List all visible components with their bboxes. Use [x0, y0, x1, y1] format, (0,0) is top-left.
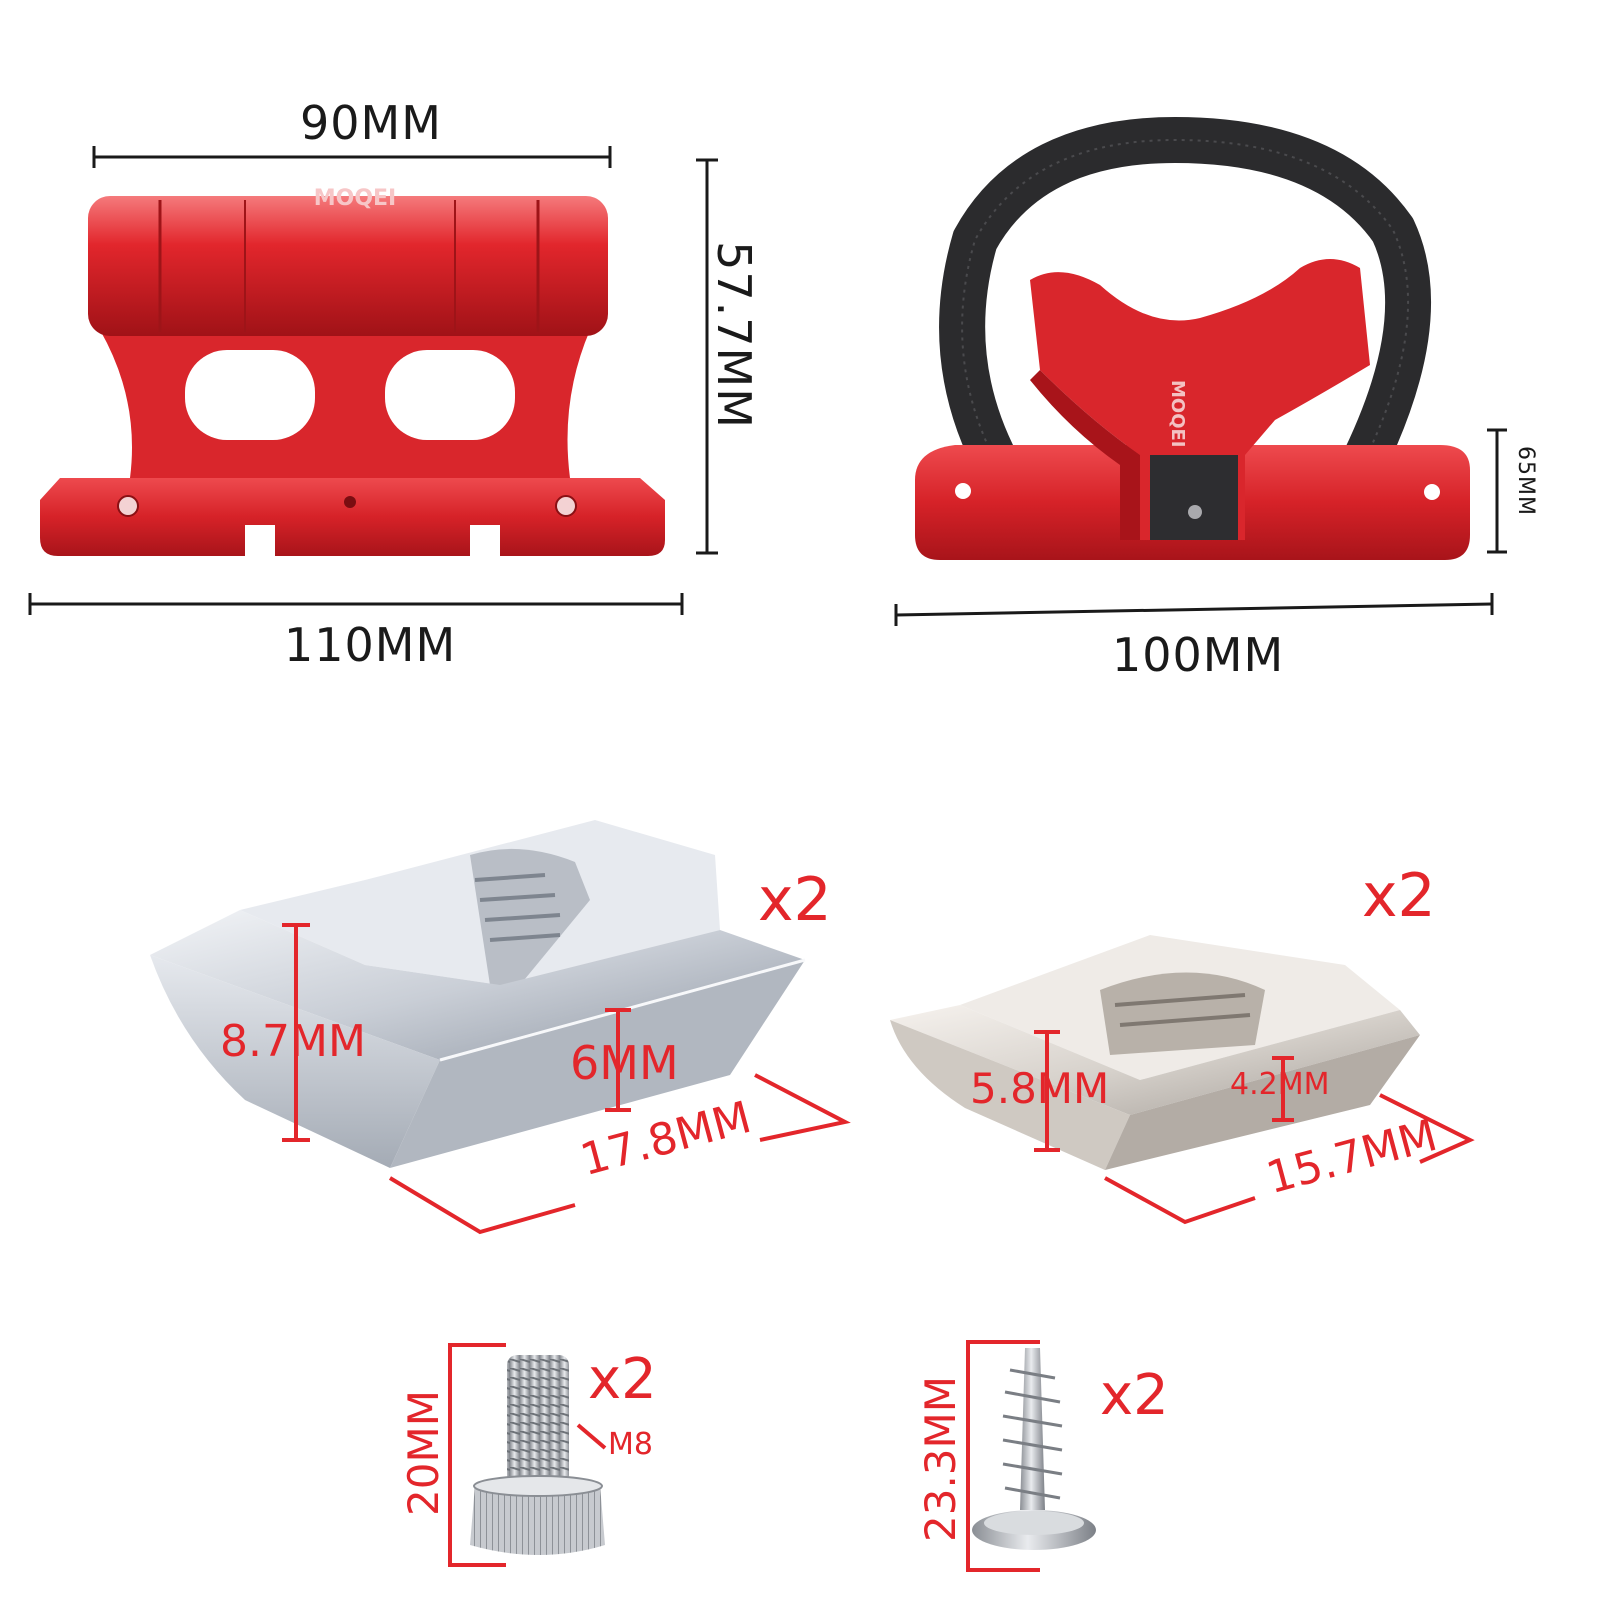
fork-mount-height-label: 57.7MM — [706, 241, 761, 429]
hex-bolt-illustration — [470, 1355, 605, 1555]
t-nut-small-height-label: 5.8MM — [970, 1064, 1110, 1113]
t-nut-small-thread-hole — [1100, 972, 1265, 1055]
strap-mount-illustration: MOQEI — [915, 116, 1470, 560]
strap-mount-cradle — [1030, 259, 1370, 540]
fork-mount-base — [40, 478, 665, 556]
fork-mount-hole-right — [385, 350, 515, 440]
fork-mount-top-width-label: 90MM — [300, 96, 442, 150]
wood-screw-illustration — [972, 1348, 1096, 1550]
t-nut-small-dimension-lines — [1034, 1030, 1475, 1225]
t-nut-small-illustration — [890, 935, 1420, 1170]
fork-mount-upright — [100, 330, 590, 478]
fork-mount-tube — [88, 196, 608, 336]
t-nut-large-height-label: 8.7MM — [220, 1016, 366, 1067]
hex-bolt-length-label: 20MM — [398, 1390, 448, 1516]
t-nut-large-dimension-lines — [282, 923, 851, 1235]
hex-bolt-thread-label: M8 — [608, 1427, 653, 1462]
hex-bolt-dimension-lines — [448, 1343, 607, 1567]
strap-mount-rail — [1150, 455, 1238, 540]
wood-screw-qty-label: x2 — [1100, 1363, 1169, 1428]
fork-mount-base-width-label: 110MM — [284, 618, 457, 672]
strap-mount-width-label: 100MM — [1112, 628, 1285, 682]
wood-screw-dimension-lines — [966, 1340, 1040, 1572]
fork-mount-illustration: MOQEI — [40, 186, 665, 556]
t-nut-small-inner-height-label: 4.2MM — [1230, 1067, 1330, 1102]
strap-mount-height-label: 65MM — [1512, 446, 1538, 516]
hex-bolt-thread — [507, 1355, 569, 1485]
t-nut-large-qty-label: x2 — [758, 865, 832, 935]
strap-mount-logo: MOQEI — [1167, 380, 1188, 448]
hex-bolt-qty-label: x2 — [588, 1347, 657, 1412]
strap-mount-dimension-lines — [894, 428, 1507, 626]
t-nut-small-front — [890, 1020, 1130, 1170]
t-nut-small-qty-label: x2 — [1362, 861, 1436, 931]
hex-bolt-head — [470, 1485, 605, 1555]
fork-mount-logo: MOQEI — [314, 186, 397, 211]
t-nut-large-inner-height-label: 6MM — [570, 1036, 679, 1090]
fork-mount-dimension-lines — [28, 146, 718, 615]
wood-screw-length-label: 23.3MM — [916, 1376, 965, 1542]
fork-mount-hole-left — [185, 350, 315, 440]
